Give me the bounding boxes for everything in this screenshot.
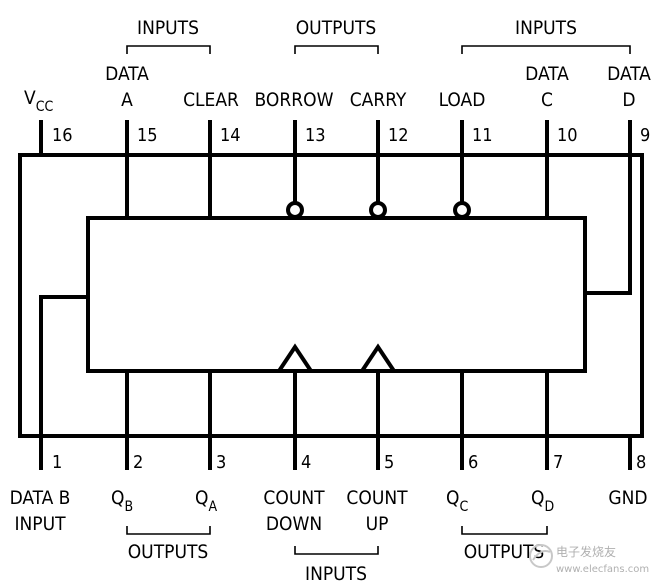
pin-1-name: DATA B: [10, 487, 71, 509]
pin-9-lead: [585, 120, 632, 295]
pin-10-number: 10: [557, 125, 578, 146]
bracket-top-inputs-left: [126, 45, 211, 54]
pin-5-name-2: UP: [366, 513, 389, 535]
group-label-top-inputs-left: INPUTS: [137, 17, 199, 39]
pin-2-number: 2: [133, 452, 143, 473]
watermark: 电子发烧友 www.elecfans.com: [529, 544, 649, 575]
pin-4-name: COUNT: [263, 487, 325, 509]
pin-14-name: CLEAR: [183, 89, 239, 111]
pin-9-number: 9: [640, 125, 650, 146]
pin-1-lead: [39, 295, 88, 470]
pin-8-name: GND: [608, 487, 647, 509]
pin-13-name: BORROW: [255, 89, 334, 111]
logic-block: [86, 216, 587, 373]
pin-8-number: 8: [636, 452, 646, 473]
pin-6-number: 6: [468, 452, 478, 473]
pin-4-name-2: DOWN: [266, 513, 322, 535]
pin-3-name: QA: [195, 487, 217, 515]
pin-12-number: 12: [388, 125, 409, 146]
group-label-top-inputs-right: INPUTS: [515, 17, 577, 39]
group-label-bottom-outputs-left: OUTPUTS: [128, 541, 209, 563]
group-label-top-outputs: OUTPUTS: [296, 17, 377, 39]
pin-2-name: QB: [111, 487, 133, 515]
pin-4-clock-triangle: [277, 343, 313, 373]
pin-12-name: CARRY: [350, 89, 407, 111]
pin-5-name: COUNT: [346, 487, 408, 509]
pin-15-number: 15: [137, 125, 158, 146]
pin-5-clock-triangle: [360, 343, 396, 373]
pin-4-number: 4: [301, 452, 311, 473]
pin-6-name: QC: [446, 487, 468, 515]
pin-16-number: 16: [52, 125, 73, 146]
pin-14-number: 14: [220, 125, 241, 146]
pin-9-name-2: D: [622, 89, 635, 111]
svg-text:电子发烧友: 电子发烧友: [556, 544, 616, 559]
bracket-bottom-outputs-right: [461, 526, 548, 535]
pin-11-bubble: [453, 201, 471, 219]
group-label-bottom-inputs: INPUTS: [305, 563, 367, 585]
pin-12-bubble: [369, 201, 387, 219]
pin-9-name: DATA: [607, 63, 651, 85]
pin-1-number: 1: [52, 452, 62, 473]
pin-11-number: 11: [472, 125, 493, 146]
pin-16-name: VCC: [24, 87, 54, 115]
pin-11-name: LOAD: [439, 89, 486, 111]
pin-1-name-2: INPUT: [14, 513, 66, 535]
svg-text:www.elecfans.com: www.elecfans.com: [556, 564, 649, 575]
pin-13-bubble: [286, 201, 304, 219]
pin-10-name: DATA: [525, 63, 569, 85]
watermark-logo-swoosh: [532, 550, 551, 561]
pin-5-number: 5: [384, 452, 394, 473]
bracket-bottom-inputs: [294, 546, 379, 555]
group-label-bottom-outputs-right: OUTPUTS: [464, 541, 545, 563]
pin-13-number: 13: [305, 125, 326, 146]
pin-3-number: 3: [216, 452, 226, 473]
pin-10-name-2: C: [541, 89, 553, 111]
pin-15-name: DATA: [105, 63, 149, 85]
bracket-bottom-outputs-left: [126, 526, 211, 535]
pin-7-name: QD: [531, 487, 554, 515]
bracket-top-outputs: [294, 45, 379, 54]
bracket-top-inputs-right: [461, 45, 631, 54]
pin-15-name-2: A: [121, 89, 133, 111]
watermark-logo-icon: [529, 544, 553, 568]
pin-7-number: 7: [553, 452, 563, 473]
package-outline: [18, 153, 644, 438]
